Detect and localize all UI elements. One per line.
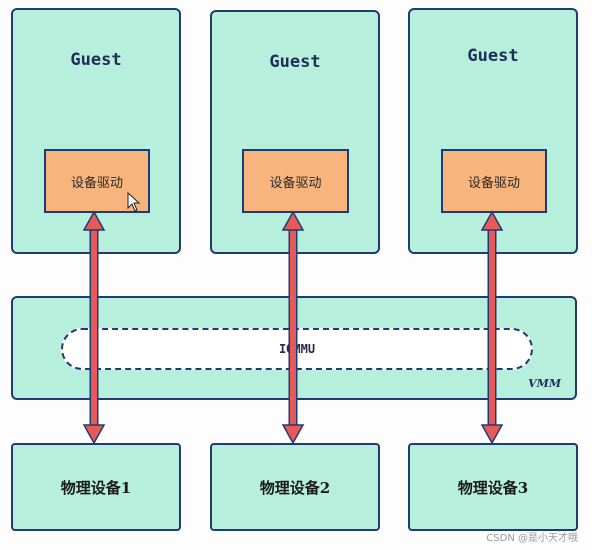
physical-device-box-3: 物理设备3 [408, 443, 578, 531]
double-arrow-2 [281, 210, 305, 445]
double-arrow-1 [82, 210, 106, 445]
guest-title: Guest [467, 46, 519, 66]
device-driver-box: 设备驱动 [242, 149, 349, 213]
physical-device-box-1: 物理设备1 [11, 443, 181, 531]
guest-title: Guest [70, 50, 122, 70]
mouse-cursor-icon [127, 192, 141, 212]
watermark: CSDN @是小天才哦 [486, 533, 578, 544]
guest-box-1: Guest 设备驱动 [11, 8, 181, 254]
guest-title: Guest [269, 52, 321, 72]
double-arrow-3 [480, 210, 504, 445]
vmm-label: VMM [528, 377, 561, 390]
guest-box-3: Guest 设备驱动 [408, 8, 578, 254]
physical-device-box-2: 物理设备2 [210, 443, 380, 531]
device-driver-box: 设备驱动 [441, 149, 547, 213]
guest-box-2: Guest 设备驱动 [210, 10, 380, 254]
